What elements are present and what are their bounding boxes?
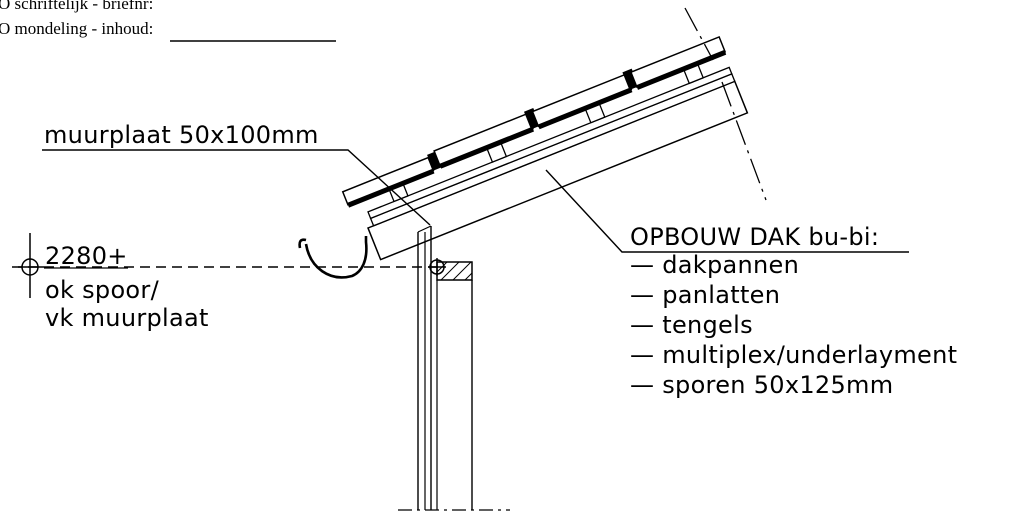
header-line-2: O mondeling - inhoud: [0,19,153,38]
roof-tile-shadow [347,168,435,208]
roof-tile-lap [622,68,639,91]
roof-construction [341,35,749,261]
gutter [298,236,368,279]
level-sub-1: ok spoor/ [45,276,160,304]
list-item: — dakpannen [630,251,799,279]
level-marker-icon [18,233,44,298]
list-item: — sporen 50x125mm [630,371,893,399]
list-item: — multiplex/underlayment [630,341,957,369]
level-value: 2280+ [45,242,128,270]
roof-tile-shadow [439,126,535,169]
wall-plate-label: muurplaat 50x100mm [44,121,319,149]
level-point-icon [428,258,446,276]
wall-section [398,225,510,511]
roof-tile-shadow [537,87,633,130]
list-item: — tengels [630,311,753,339]
wall-plate-leader [42,149,431,226]
counter-battens [367,66,733,220]
axis-line [684,7,767,201]
header-line-1: O schriftelijk - briefnr: [0,0,153,13]
roof-buildup-list: — dakpannen — panlatten — tengels — mult… [630,251,957,399]
roof-buildup-title: OPBOUW DAK bu-bi: [630,223,879,251]
roof-tile-shadow [636,49,727,90]
roof-tile-lap [427,151,443,171]
multiplex-underlayment [369,73,736,227]
list-item: — panlatten [630,281,780,309]
roof-tiles [341,35,727,208]
roof-buildup-leader [545,169,909,253]
roof-tile-lap [523,108,541,130]
level-sub-2: vk muurplaat [45,304,209,332]
